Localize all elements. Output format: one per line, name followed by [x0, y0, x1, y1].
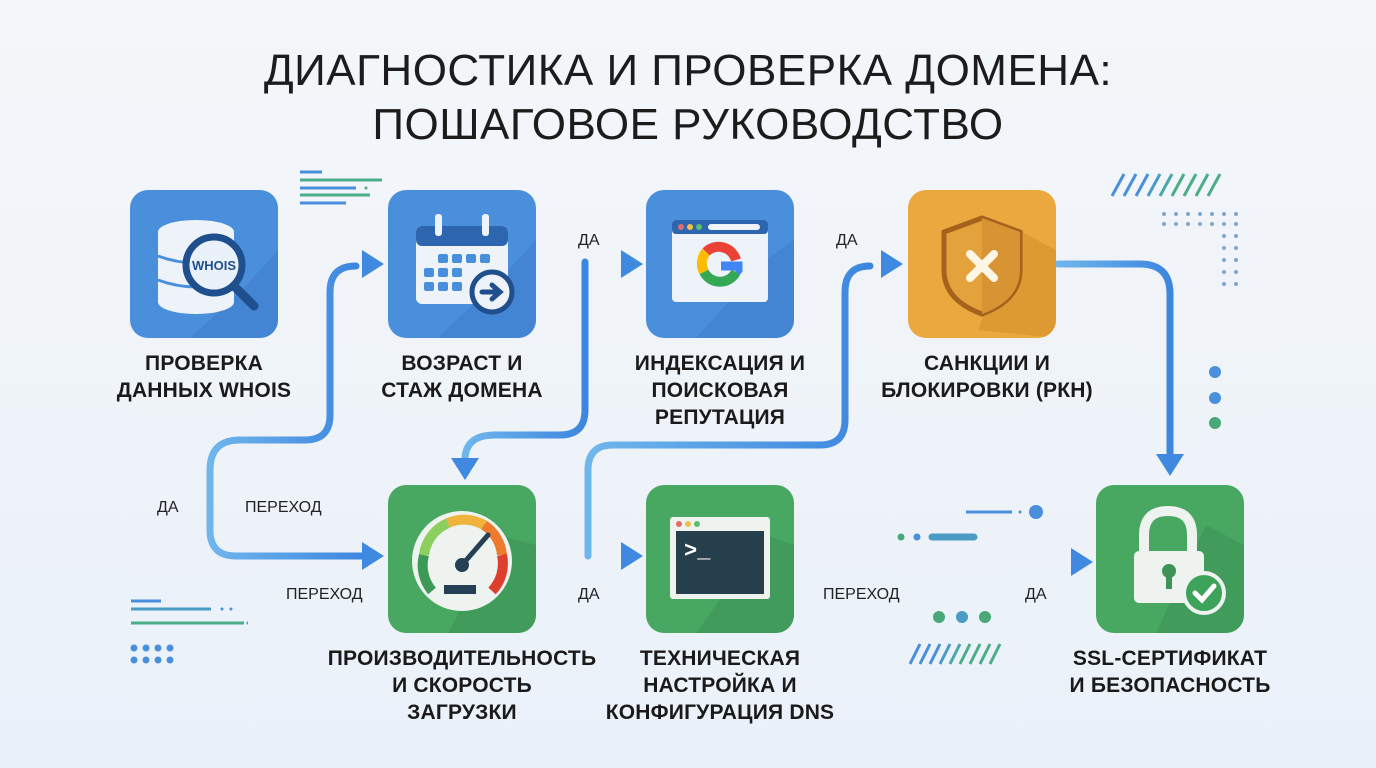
- browser-google-icon: [672, 220, 794, 338]
- step-performance-tile: [388, 485, 536, 633]
- database-magnifier-icon: WHOIS: [157, 220, 278, 338]
- step-age-tile: [388, 190, 536, 338]
- terminal-icon: >_: [670, 517, 794, 633]
- edge-label-performance-dns: ДА: [578, 586, 600, 603]
- step-dns-tile: >_: [646, 485, 794, 633]
- edge-label-left-transition: ПЕРЕХОД: [245, 499, 322, 516]
- decor-hatch-top-right: [1110, 173, 1222, 197]
- decor-vertical-dots: [1209, 366, 1221, 429]
- step-ssl-label: SSL-СЕРТИФИКАТ И БЕЗОПАСНОСТЬ: [1069, 647, 1271, 697]
- edge-label-left-da: ДА: [157, 499, 179, 516]
- step-performance-label: ПРОИЗВОДИТЕЛЬНОСТЬ И СКОРОСТЬ ЗАГРУЗКИ: [327, 647, 597, 724]
- step-whois-tile: WHOIS: [130, 190, 278, 338]
- decor-dot-grid-right: [1162, 212, 1238, 286]
- step-index-tile: [646, 190, 794, 338]
- decor-three-dots: [933, 611, 991, 623]
- step-sanctions-tile: [908, 190, 1056, 338]
- page-title-line-1: ДИАГНОСТИКА И ПРОВЕРКА ДОМЕНА:: [263, 46, 1113, 95]
- decor-lines-bottom-left: [130, 599, 248, 664]
- svg-text:>_: >_: [684, 539, 711, 564]
- step-age-label: ВОЗРАСТ И СТАЖ ДОМЕНА: [381, 352, 543, 402]
- step-ssl-tile: [1096, 485, 1244, 633]
- step-sanctions-label: САНКЦИИ И БЛОКИРОВКИ (РКН): [881, 352, 1093, 402]
- edge-label-dns-ssl-transition: ПЕРЕХОД: [823, 586, 900, 603]
- decor-hatch-bottom: [908, 643, 1002, 665]
- step-whois-label: ПРОВЕРКА ДАННЫХ WHOIS: [116, 352, 292, 402]
- decor-lines-top: [300, 170, 382, 205]
- padlock-check-icon: [1134, 505, 1244, 633]
- step-dns-label: ТЕХНИЧЕСКАЯ НАСТРОЙКА И КОНФИГУРАЦИЯ DNS: [605, 647, 835, 724]
- calendar-arrow-icon: [416, 214, 536, 338]
- step-index-label: ИНДЕКСАЦИЯ И ПОИСКОВАЯ РЕПУТАЦИЯ: [634, 352, 806, 429]
- edge-label-to-performance: ПЕРЕХОД: [286, 586, 363, 603]
- speedometer-icon: [412, 511, 536, 633]
- decor-lines-mid: [897, 505, 1043, 541]
- shield-x-icon: [941, 215, 1056, 338]
- edge-label-index-sanctions: ДА: [836, 232, 858, 249]
- svg-text:WHOIS: WHOIS: [192, 258, 236, 273]
- edge-label-age-index: ДА: [578, 232, 600, 249]
- edge-label-dns-ssl-da: ДА: [1025, 586, 1047, 603]
- page-title-line-2: ПОШАГОВОЕ РУКОВОДСТВО: [372, 100, 1004, 149]
